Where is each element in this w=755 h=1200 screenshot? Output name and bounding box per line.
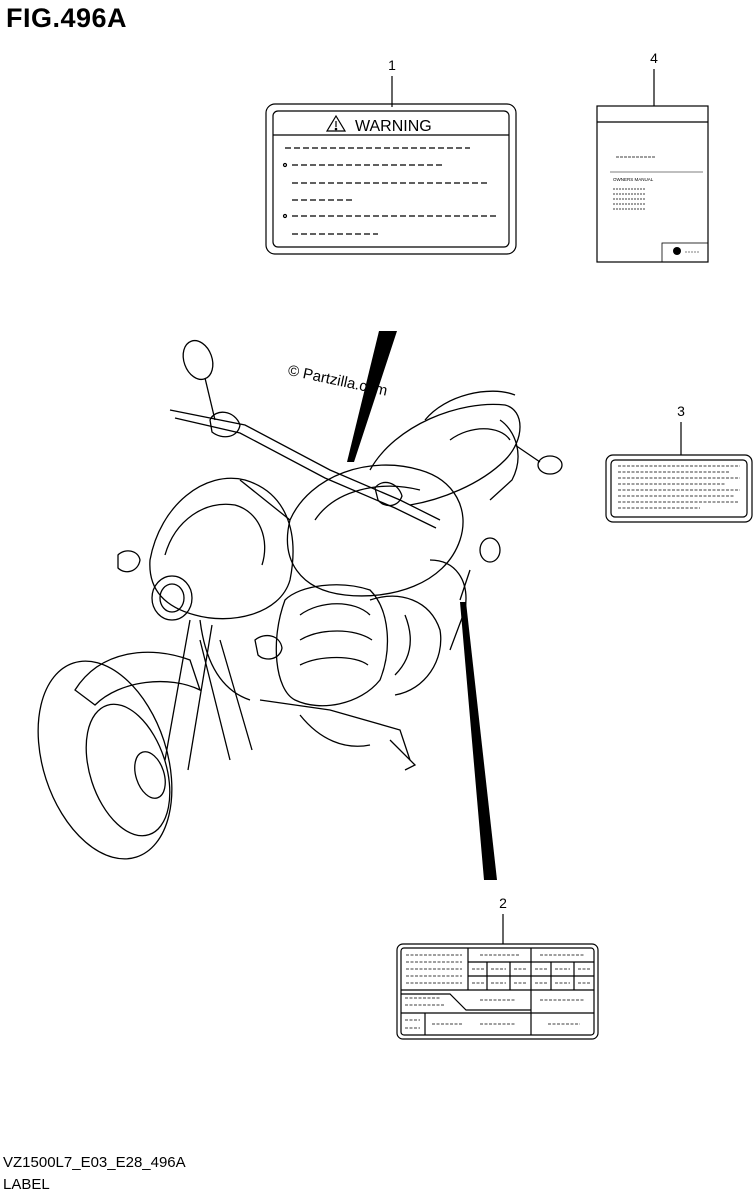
callout-number-2: 2 [499, 895, 507, 911]
leader-arrow-lower [460, 602, 497, 880]
callout-4[interactable]: 4 [650, 50, 658, 106]
figure-title: FIG.496A [6, 3, 128, 33]
warning-label-part[interactable]: WARNING [265, 103, 517, 255]
manufacturer-logo-icon [673, 247, 681, 255]
owners-manual-part[interactable]: OWNERS MANUAL [596, 105, 709, 263]
manual-heading: OWNERS MANUAL [613, 177, 654, 182]
callout-number-3: 3 [677, 403, 685, 419]
info-label-part[interactable] [605, 454, 753, 523]
callout-number-4: 4 [650, 50, 658, 66]
callout-3[interactable]: 3 [677, 403, 685, 455]
figure-label: LABEL [3, 1176, 50, 1193]
callout-2[interactable]: 2 [499, 895, 507, 944]
warning-triangle-icon [325, 114, 347, 132]
leader-arrow-upper [347, 331, 397, 462]
figure-code: VZ1500L7_E03_E28_496A [3, 1154, 186, 1171]
callout-1[interactable]: 1 [388, 57, 396, 107]
callout-number-1: 1 [388, 57, 396, 73]
warning-heading: WARNING [355, 118, 432, 135]
motorcycle-illustration [37, 339, 563, 860]
spec-label-part[interactable] [396, 943, 599, 1040]
